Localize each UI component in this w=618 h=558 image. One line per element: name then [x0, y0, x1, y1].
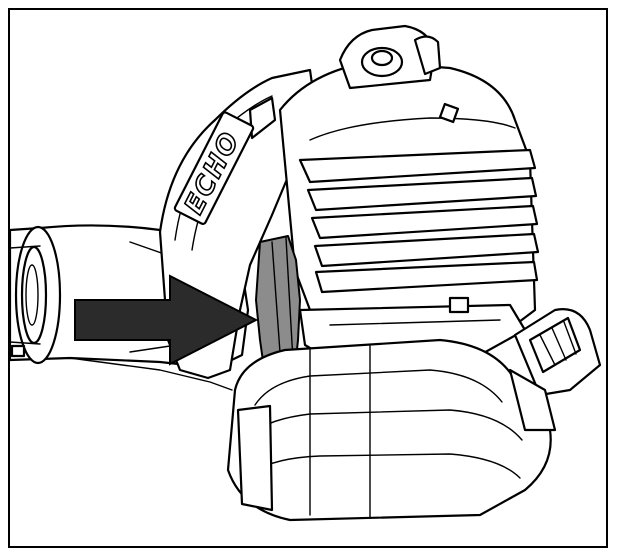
housing-rim [69, 357, 233, 391]
direction-arrow [74, 274, 259, 366]
figure-frame: ECHO [8, 8, 608, 548]
fuel-tank [226, 338, 552, 522]
cylinder-fins [278, 60, 540, 327]
engine-illustration: ECHO [10, 24, 602, 522]
spark-plug-cap [338, 24, 460, 124]
fuel-cap [508, 308, 602, 432]
